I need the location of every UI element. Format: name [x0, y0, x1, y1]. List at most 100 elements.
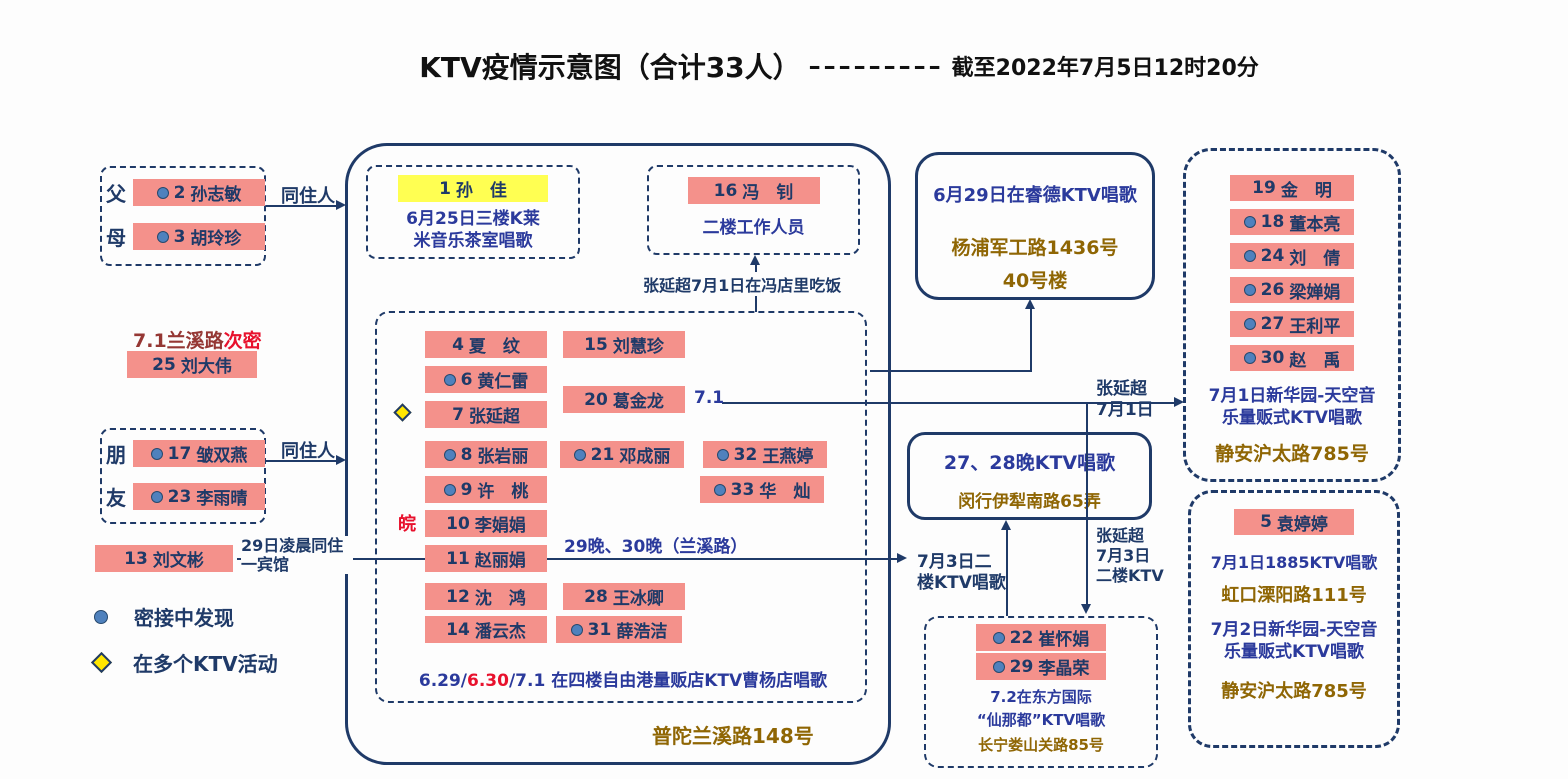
zyc-71-line2: 7月1日 — [1096, 400, 1154, 420]
person-id: 13 — [124, 548, 148, 569]
relation-label: 友 — [106, 486, 126, 510]
sunjia-venue-line2: 米音乐茶室唱歌 — [413, 231, 533, 251]
connector-line-parents — [266, 205, 336, 207]
person-name: 梁婵娟 — [1289, 282, 1341, 303]
person-name: 王燕婷 — [762, 447, 814, 467]
connector-line-zyc-71 — [722, 402, 1176, 404]
close-contact-dot-icon — [713, 483, 726, 496]
arrowhead-icon — [897, 553, 907, 563]
close-contact-dot-icon — [1243, 352, 1256, 364]
xinhuayuan-venue-line2: 乐量贩式KTV唱歌 — [1222, 408, 1362, 428]
page-title: KTV疫情示意图（合计33人） ––––––––– 截至2022年7月5日12时… — [0, 46, 1568, 86]
lanxilu-nights-note: 29晚、30晚（兰溪路） — [564, 532, 748, 557]
person-id: 5 — [1260, 512, 1272, 532]
person-id: 10 — [446, 513, 470, 534]
person-id: 23 — [167, 486, 192, 507]
person-node-16: 16 冯 钊 — [687, 177, 820, 204]
parent-row-mother: 母 3 胡玲珍 — [106, 222, 265, 251]
person-id: 16 — [713, 180, 738, 201]
zyc-71-line1: 张延超 — [1096, 379, 1147, 399]
sunjia-venue-line1: 6月25日三楼K莱 — [406, 209, 540, 229]
zyc-73-line3: 二楼KTV — [1096, 566, 1164, 585]
close-contact-dot-icon — [992, 631, 1005, 644]
hotel-note: 29日凌晨同住一宾馆 — [241, 536, 353, 574]
legend-dot-label: 密接中发现 — [134, 606, 234, 630]
person-name: 张岩丽 — [477, 447, 529, 467]
person-id: 4 — [452, 334, 464, 355]
person-id: 7 — [452, 404, 464, 425]
venue-date-red: 6.30 — [467, 671, 509, 691]
anhui-origin-label: 皖 — [398, 514, 416, 535]
floor2-73-note: 7月3日二 楼KTV唱歌 — [917, 552, 1006, 594]
connector-line-ruide-h — [870, 370, 1032, 372]
person-name: 冯 钊 — [742, 183, 794, 203]
person-name: 赵 禹 — [1289, 350, 1341, 371]
close-contact-dot-icon — [150, 490, 163, 503]
person-id: 21 — [590, 444, 615, 465]
person-node-18: 18 董本亮 — [1230, 209, 1354, 235]
person-name: 葛金龙 — [612, 392, 664, 412]
arrowhead-icon — [336, 455, 346, 465]
person-name: 胡玲珍 — [190, 229, 242, 249]
arrowhead-icon — [750, 255, 760, 265]
parent-row-father: 父 2 孙志敏 — [106, 178, 265, 207]
relation-label: 朋 — [106, 443, 126, 467]
fengzhao-box: 16 冯 钊 二楼工作人员 — [647, 165, 860, 255]
parents-group-box — [100, 166, 266, 266]
person-name: 孙 佳 — [455, 181, 507, 201]
person-node-30: 30 赵 禹 — [1230, 345, 1354, 371]
person-name: 薛浩洁 — [616, 622, 668, 642]
close-contact-dot-icon — [573, 448, 586, 461]
close-contact-dot-icon — [1243, 250, 1256, 262]
person-name: 李娟娟 — [474, 516, 526, 536]
person-node-5: 5 袁婷婷 — [1234, 509, 1354, 535]
person-id: 20 — [584, 389, 608, 410]
person-id: 22 — [1009, 627, 1034, 648]
connector-line-ruide-v — [1030, 308, 1032, 372]
venue-text: /7.1 在四楼自由港量贩店KTV曹杨店唱歌 — [508, 671, 828, 691]
person-id: 1 — [439, 178, 451, 199]
arrowhead-icon — [1081, 604, 1091, 614]
floor2-73-line2: 楼KTV唱歌 — [917, 573, 1006, 593]
person-id: 12 — [446, 586, 470, 607]
person-name: 许 桃 — [477, 482, 529, 502]
ruide-address-2: 40号楼 — [1002, 270, 1068, 292]
person-id: 2 — [173, 182, 186, 203]
ktv1885-venue: 7月1日1885KTV唱歌 — [1210, 553, 1378, 572]
xinhuayuan2-venue-line1: 7月2日新华园-天空音 — [1210, 620, 1378, 640]
person-name: 刘慧珍 — [612, 337, 664, 357]
arrowhead-icon — [336, 200, 346, 210]
person-node-3: 3 胡玲珍 — [133, 223, 265, 250]
xinhuayuan2-venue-line2: 乐量贩式KTV唱歌 — [1224, 642, 1364, 662]
person-name: 刘大伟 — [180, 357, 232, 377]
close-contact-dot-icon — [443, 483, 456, 496]
fengzhao-note: 二楼工作人员 — [702, 218, 805, 238]
members-group-box — [375, 311, 867, 703]
person-node-22: 22 崔怀娟 — [976, 624, 1106, 651]
title-asof-date: 截至2022年7月5日12时20分 — [951, 56, 1259, 81]
xianadu-venue-line1: 7.2在东方国际 — [990, 688, 1092, 706]
close-contact-dot-icon — [992, 660, 1005, 673]
person-id: 28 — [584, 586, 608, 607]
person-name: 李雨晴 — [196, 489, 248, 509]
zyc-73-line2: 7月3日 — [1096, 546, 1151, 565]
legend-close-contact: 密接中发现 — [94, 602, 234, 631]
person-id: 27 — [1260, 314, 1285, 334]
close-contact-dot-icon — [716, 448, 729, 461]
connector-line-73-2f — [1006, 529, 1008, 616]
person-name: 沈 鸿 — [474, 589, 526, 609]
close-contact-dot-icon — [1243, 318, 1256, 330]
ruide-ktv-box: 6月29日在睿德KTV唱歌 杨浦军工路1436号 40号楼 — [915, 152, 1155, 300]
person-name: 王冰卿 — [612, 589, 664, 609]
person-node-17: 17 皱双燕 — [133, 440, 265, 467]
date-label-71: 7.1 — [694, 388, 725, 408]
person-id: 33 — [730, 479, 755, 500]
person-id: 8 — [460, 444, 473, 465]
person-name: 王利平 — [1289, 316, 1341, 337]
